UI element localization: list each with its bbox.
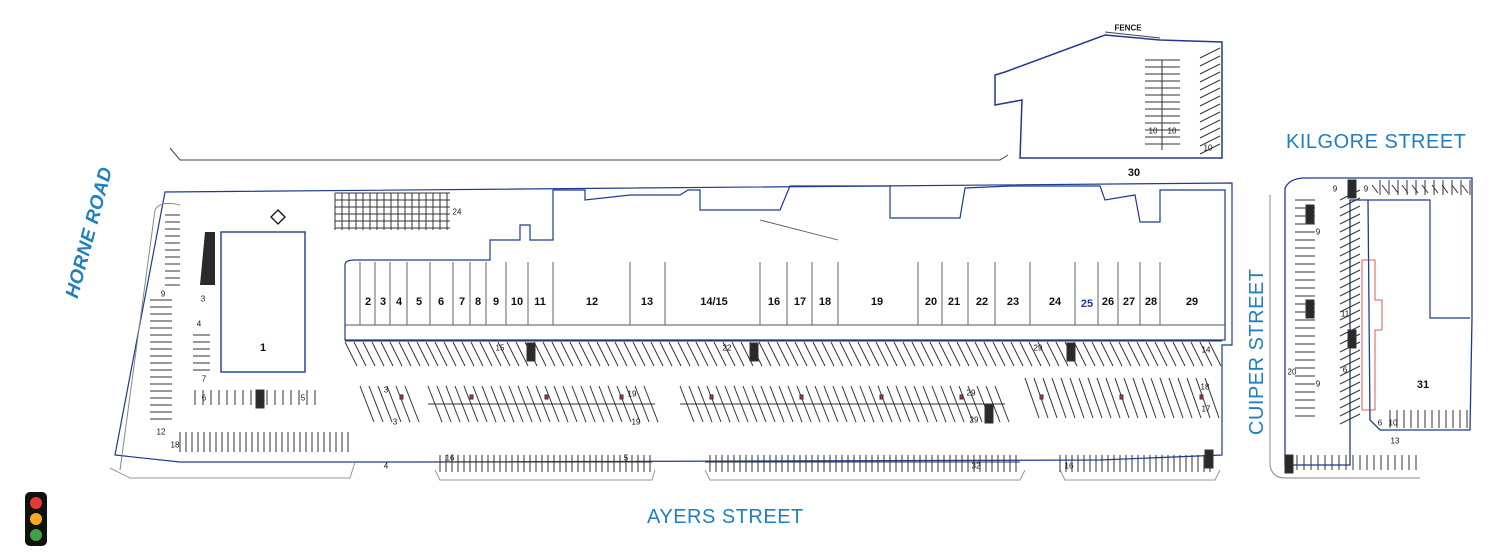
bottom-curb xyxy=(109,461,356,479)
parking-count: 11 xyxy=(1340,309,1350,319)
unit-label: 7 xyxy=(458,296,466,308)
parking-count: 9 xyxy=(1315,227,1321,237)
parking-count: 10 xyxy=(1388,418,1398,428)
unit-label: 27 xyxy=(1122,296,1136,308)
parking-count: 9 xyxy=(1332,184,1338,194)
parking-count: 18 xyxy=(1200,382,1210,392)
unit-label: 1 xyxy=(259,342,267,354)
unit-label: 21 xyxy=(947,296,961,308)
parking-count: 16 xyxy=(1064,461,1074,471)
unit-label: 23 xyxy=(1006,296,1020,308)
unit-label: 19 xyxy=(870,296,884,308)
parking-count: 32 xyxy=(971,461,981,471)
parking-count: 6 xyxy=(201,393,207,403)
horne-road-edge xyxy=(119,202,181,471)
parking-count: 10 xyxy=(1148,126,1158,136)
unit-label: 12 xyxy=(585,296,599,308)
parking-count: 9 xyxy=(160,289,166,299)
parking-count: 10 xyxy=(1167,126,1177,136)
unit-label: 29 xyxy=(1185,296,1199,308)
unit-label: 16 xyxy=(767,296,781,308)
unit-label: 6 xyxy=(437,296,445,308)
parking-count: 15 xyxy=(495,343,505,353)
parking-count: 24 xyxy=(452,207,462,217)
traffic-light-icon xyxy=(25,492,47,546)
parking-count: 3 xyxy=(383,385,389,395)
unit-label: 11 xyxy=(534,296,546,308)
parking-count: 13 xyxy=(1390,436,1400,446)
parking-count: 18 xyxy=(170,440,180,450)
unit-label: 9 xyxy=(492,296,500,308)
parking-count: 3 xyxy=(200,294,206,304)
parking-count: 9 xyxy=(1315,379,1321,389)
kilgore-street-label: KILGORE STREET xyxy=(1286,131,1467,153)
unit-label: 20 xyxy=(924,296,938,308)
unit-label: 24 xyxy=(1048,296,1062,308)
parking-count: 19 xyxy=(631,417,641,427)
unit-label: 14/15 xyxy=(700,296,728,308)
parking-count: 14 xyxy=(1201,345,1211,355)
unit-label: 17 xyxy=(793,296,807,308)
unit-label: 3 xyxy=(379,296,387,308)
unit-label: 18 xyxy=(818,296,832,308)
unit-label: 31 xyxy=(1416,379,1430,391)
parking-count: 16 xyxy=(445,453,455,463)
unit-label: 30 xyxy=(1127,167,1141,179)
north-boundary-line xyxy=(169,147,1009,161)
unit-label: 8 xyxy=(474,296,482,308)
parking-count: 29 xyxy=(969,415,979,425)
unit-label: 25 xyxy=(1080,298,1094,310)
sign-diamond xyxy=(270,209,286,225)
fence-label: FENCE xyxy=(1114,23,1142,33)
unit-label: 5 xyxy=(415,296,423,308)
unit-label: 10 xyxy=(510,296,524,308)
unit-label: 22 xyxy=(975,296,989,308)
parking-count: 7 xyxy=(201,374,207,384)
retail-strip-outline xyxy=(344,185,1226,341)
building-1 xyxy=(220,231,306,373)
unit-label: 26 xyxy=(1101,296,1115,308)
unit-label: 2 xyxy=(364,296,372,308)
main-lot-outline xyxy=(114,182,1233,463)
parking-count: 29 xyxy=(966,388,976,398)
parking-count: 17 xyxy=(1201,404,1211,414)
cuiper-street-label: CUIPER STREET xyxy=(1246,268,1268,435)
ayers-street-label: AYERS STREET xyxy=(647,506,804,528)
unit-label: 13 xyxy=(640,296,654,308)
parking-count: 6 xyxy=(1342,365,1348,375)
parking-count: 5 xyxy=(623,453,629,463)
unit-label: 4 xyxy=(395,296,403,308)
parking-count: 6 xyxy=(1377,418,1383,428)
parking-count: 10 xyxy=(1203,143,1213,153)
parking-count: 19 xyxy=(627,389,637,399)
parking-count: 12 xyxy=(156,427,166,437)
parking-count: 4 xyxy=(383,461,389,471)
parking-count: 9 xyxy=(1363,184,1369,194)
parking-count: 3 xyxy=(392,417,398,427)
parking-count: 20 xyxy=(1287,367,1297,377)
north-annex-outline xyxy=(994,34,1223,159)
parking-count: 22 xyxy=(722,343,732,353)
parking-count: 29 xyxy=(1033,343,1043,353)
parking-count: 4 xyxy=(196,319,202,329)
parking-count: 5 xyxy=(300,393,306,403)
unit-label: 28 xyxy=(1144,296,1158,308)
